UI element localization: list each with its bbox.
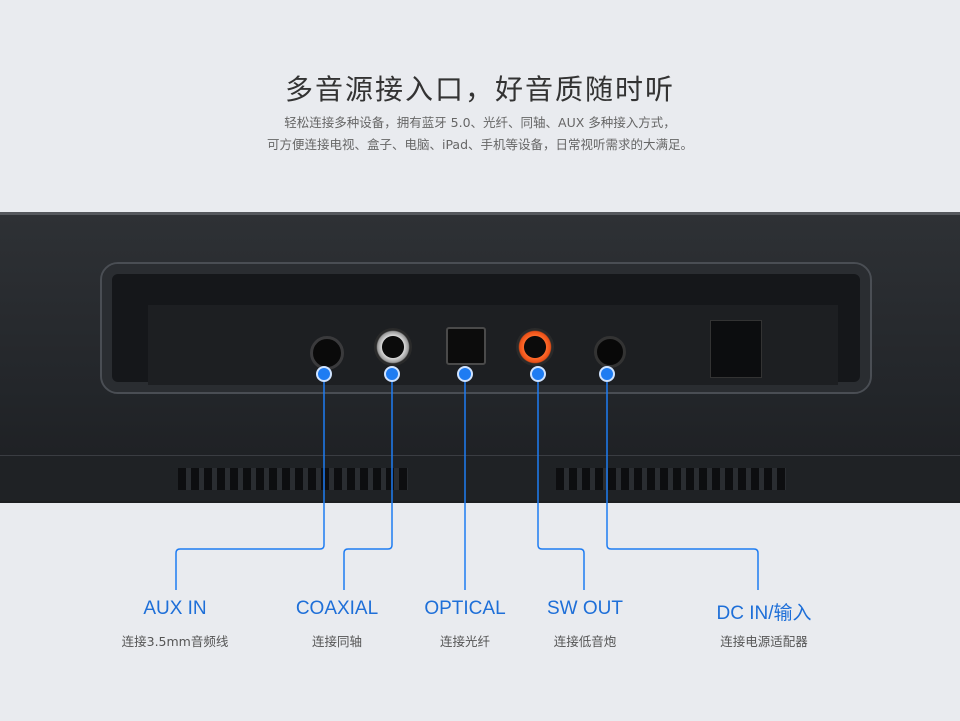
- dc-in-desc: 连接电源适配器: [720, 634, 808, 649]
- sw-out-marker: [530, 366, 546, 382]
- dc-in-callout-line: [606, 374, 759, 590]
- sw-out-label: SW OUT: [547, 598, 623, 619]
- soundbar-base: [0, 455, 960, 501]
- vent-left: [178, 468, 408, 490]
- subtitle-line-1: 轻松连接多种设备，拥有蓝牙 5.0、光纤、同轴、AUX 多种接入方式，: [284, 115, 676, 130]
- optical-marker: [457, 366, 473, 382]
- sw-out-callout-line: [537, 374, 585, 590]
- optical-port: [446, 327, 486, 365]
- coaxial-port: [374, 328, 412, 366]
- page-title: 多音源接入口，好音质随时听: [284, 73, 675, 106]
- coaxial-callout-line: [343, 374, 393, 590]
- coaxial-label: COAXIAL: [295, 598, 379, 619]
- aux-in-label: AUX IN: [143, 598, 207, 619]
- coaxial-marker: [384, 366, 400, 382]
- aux-in-callout-line: [175, 374, 325, 590]
- dc-in-marker: [599, 366, 615, 382]
- aux-in-marker: [316, 366, 332, 382]
- aux-in-desc: 连接3.5mm音频线: [121, 634, 229, 649]
- optical-desc: 连接光纤: [439, 634, 490, 649]
- sw-out-desc: 连接低音炮: [553, 634, 617, 649]
- subtitle-line-2: 可方便连接电视、盒子、电脑、iPad、手机等设备，日常视听需求的大满足。: [266, 137, 694, 152]
- optical-label: OPTICAL: [424, 598, 506, 619]
- coaxial-desc: 连接同轴: [311, 634, 362, 649]
- power-switch: [710, 320, 762, 378]
- sw-out-port: [516, 328, 554, 366]
- dc-in-label: DC IN/输入: [716, 603, 812, 624]
- vent-right: [556, 468, 786, 490]
